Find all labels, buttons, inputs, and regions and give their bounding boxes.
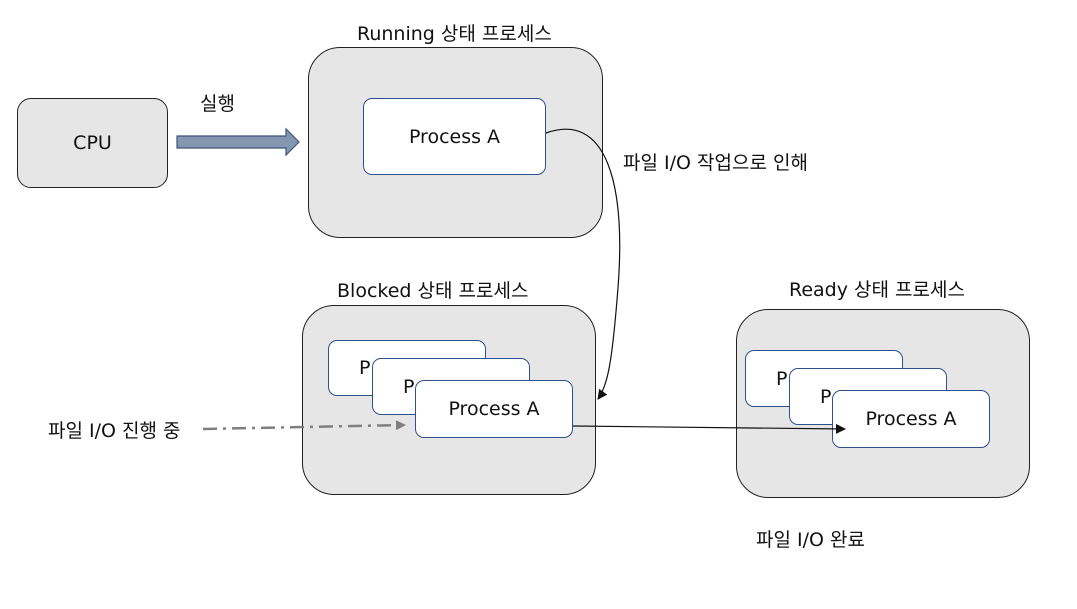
io-in-progress-arrow [202, 420, 406, 431]
blocked-to-ready-arrow [572, 423, 846, 434]
io-reason-label: 파일 I/O 작업으로 인해 [623, 152, 808, 174]
ready-process-a: Process A [832, 390, 990, 448]
running-process-a: Process A [363, 98, 546, 175]
blocked-process-label: Process A [448, 398, 540, 420]
running-title: Running 상태 프로세스 [357, 23, 552, 45]
ready-process-label: Process A [865, 408, 957, 430]
blocked-process-a: Process A [415, 380, 573, 438]
io-complete-label: 파일 I/O 완료 [756, 529, 865, 551]
ready-process-back-1-label: P [776, 367, 788, 390]
ready-process-back-2-label: P [820, 385, 832, 408]
blocked-title: Blocked 상태 프로세스 [337, 280, 529, 302]
cpu-label: CPU [73, 132, 112, 154]
io-in-progress-label: 파일 I/O 진행 중 [48, 420, 181, 442]
cpu-box: CPU [17, 98, 168, 188]
blocked-process-back-2-label: P [403, 375, 415, 398]
execute-arrow [176, 127, 300, 157]
running-to-blocked-arrow [545, 128, 621, 400]
blocked-process-back-1-label: P [359, 357, 371, 379]
ready-title: Ready 상태 프로세스 [789, 279, 965, 301]
running-process-label: Process A [408, 125, 501, 148]
execute-label: 실행 [200, 93, 235, 115]
